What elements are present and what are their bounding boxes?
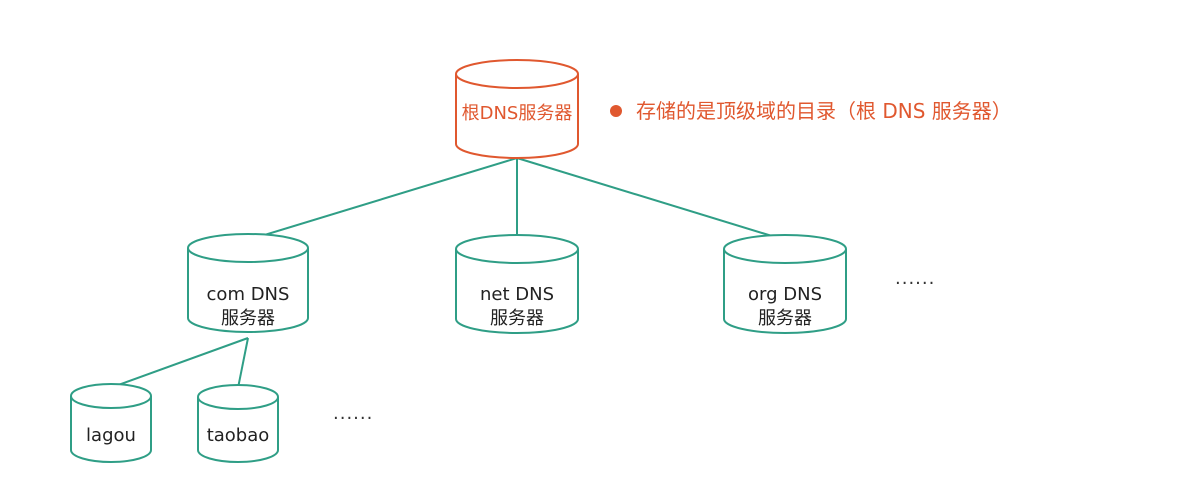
org-dns-label-line1: org DNS bbox=[748, 284, 822, 305]
root-dns-server: 根DNS服务器 bbox=[455, 59, 579, 159]
net-dns-label-line1: net DNS bbox=[480, 284, 554, 305]
net-dns-cylinder-top bbox=[455, 234, 579, 264]
com-dns-server: com DNS 服务器 bbox=[187, 233, 309, 333]
lagou-server: lagou bbox=[70, 383, 152, 463]
taobao-server: taobao bbox=[197, 384, 279, 463]
lagou-cylinder-body bbox=[70, 396, 152, 463]
org-dns-label-line2: 服务器 bbox=[758, 308, 812, 329]
com-dns-cylinder-top bbox=[187, 233, 309, 263]
connector-lines bbox=[109, 157, 786, 389]
connector-com-taobao bbox=[237, 337, 249, 389]
taobao-cylinder-body bbox=[197, 397, 279, 463]
tld-more-ellipsis: ...... bbox=[895, 268, 935, 289]
net-dns-server: net DNS 服务器 bbox=[455, 234, 579, 334]
note-bullet bbox=[610, 105, 622, 117]
connector-root-org bbox=[516, 157, 786, 241]
root-note: 存储的是顶级域的目录（根 DNS 服务器） bbox=[610, 99, 1012, 123]
net-dns-cylinder-body bbox=[455, 249, 579, 334]
org-dns-cylinder-top bbox=[723, 234, 847, 264]
lagou-cylinder-top bbox=[70, 383, 152, 409]
com-dns-label-line2: 服务器 bbox=[221, 308, 275, 329]
taobao-cylinder-top bbox=[197, 384, 279, 410]
com-dns-label-line1: com DNS bbox=[207, 284, 290, 305]
root-dns-cylinder-top bbox=[455, 59, 579, 89]
net-dns-label-line2: 服务器 bbox=[490, 308, 544, 329]
root-dns-cylinder-body bbox=[455, 74, 579, 159]
second-level-more-ellipsis: ...... bbox=[333, 403, 373, 424]
root-note-text: 存储的是顶级域的目录（根 DNS 服务器） bbox=[636, 99, 1012, 123]
org-dns-cylinder-body bbox=[723, 249, 847, 334]
org-dns-server: org DNS 服务器 bbox=[723, 234, 847, 334]
connector-com-lagou bbox=[109, 337, 249, 389]
connector-root-com bbox=[247, 157, 518, 241]
root-dns-label: 根DNS服务器 bbox=[462, 103, 573, 124]
com-dns-cylinder-body bbox=[187, 248, 309, 333]
lagou-label: lagou bbox=[86, 425, 136, 446]
taobao-label: taobao bbox=[207, 425, 270, 446]
